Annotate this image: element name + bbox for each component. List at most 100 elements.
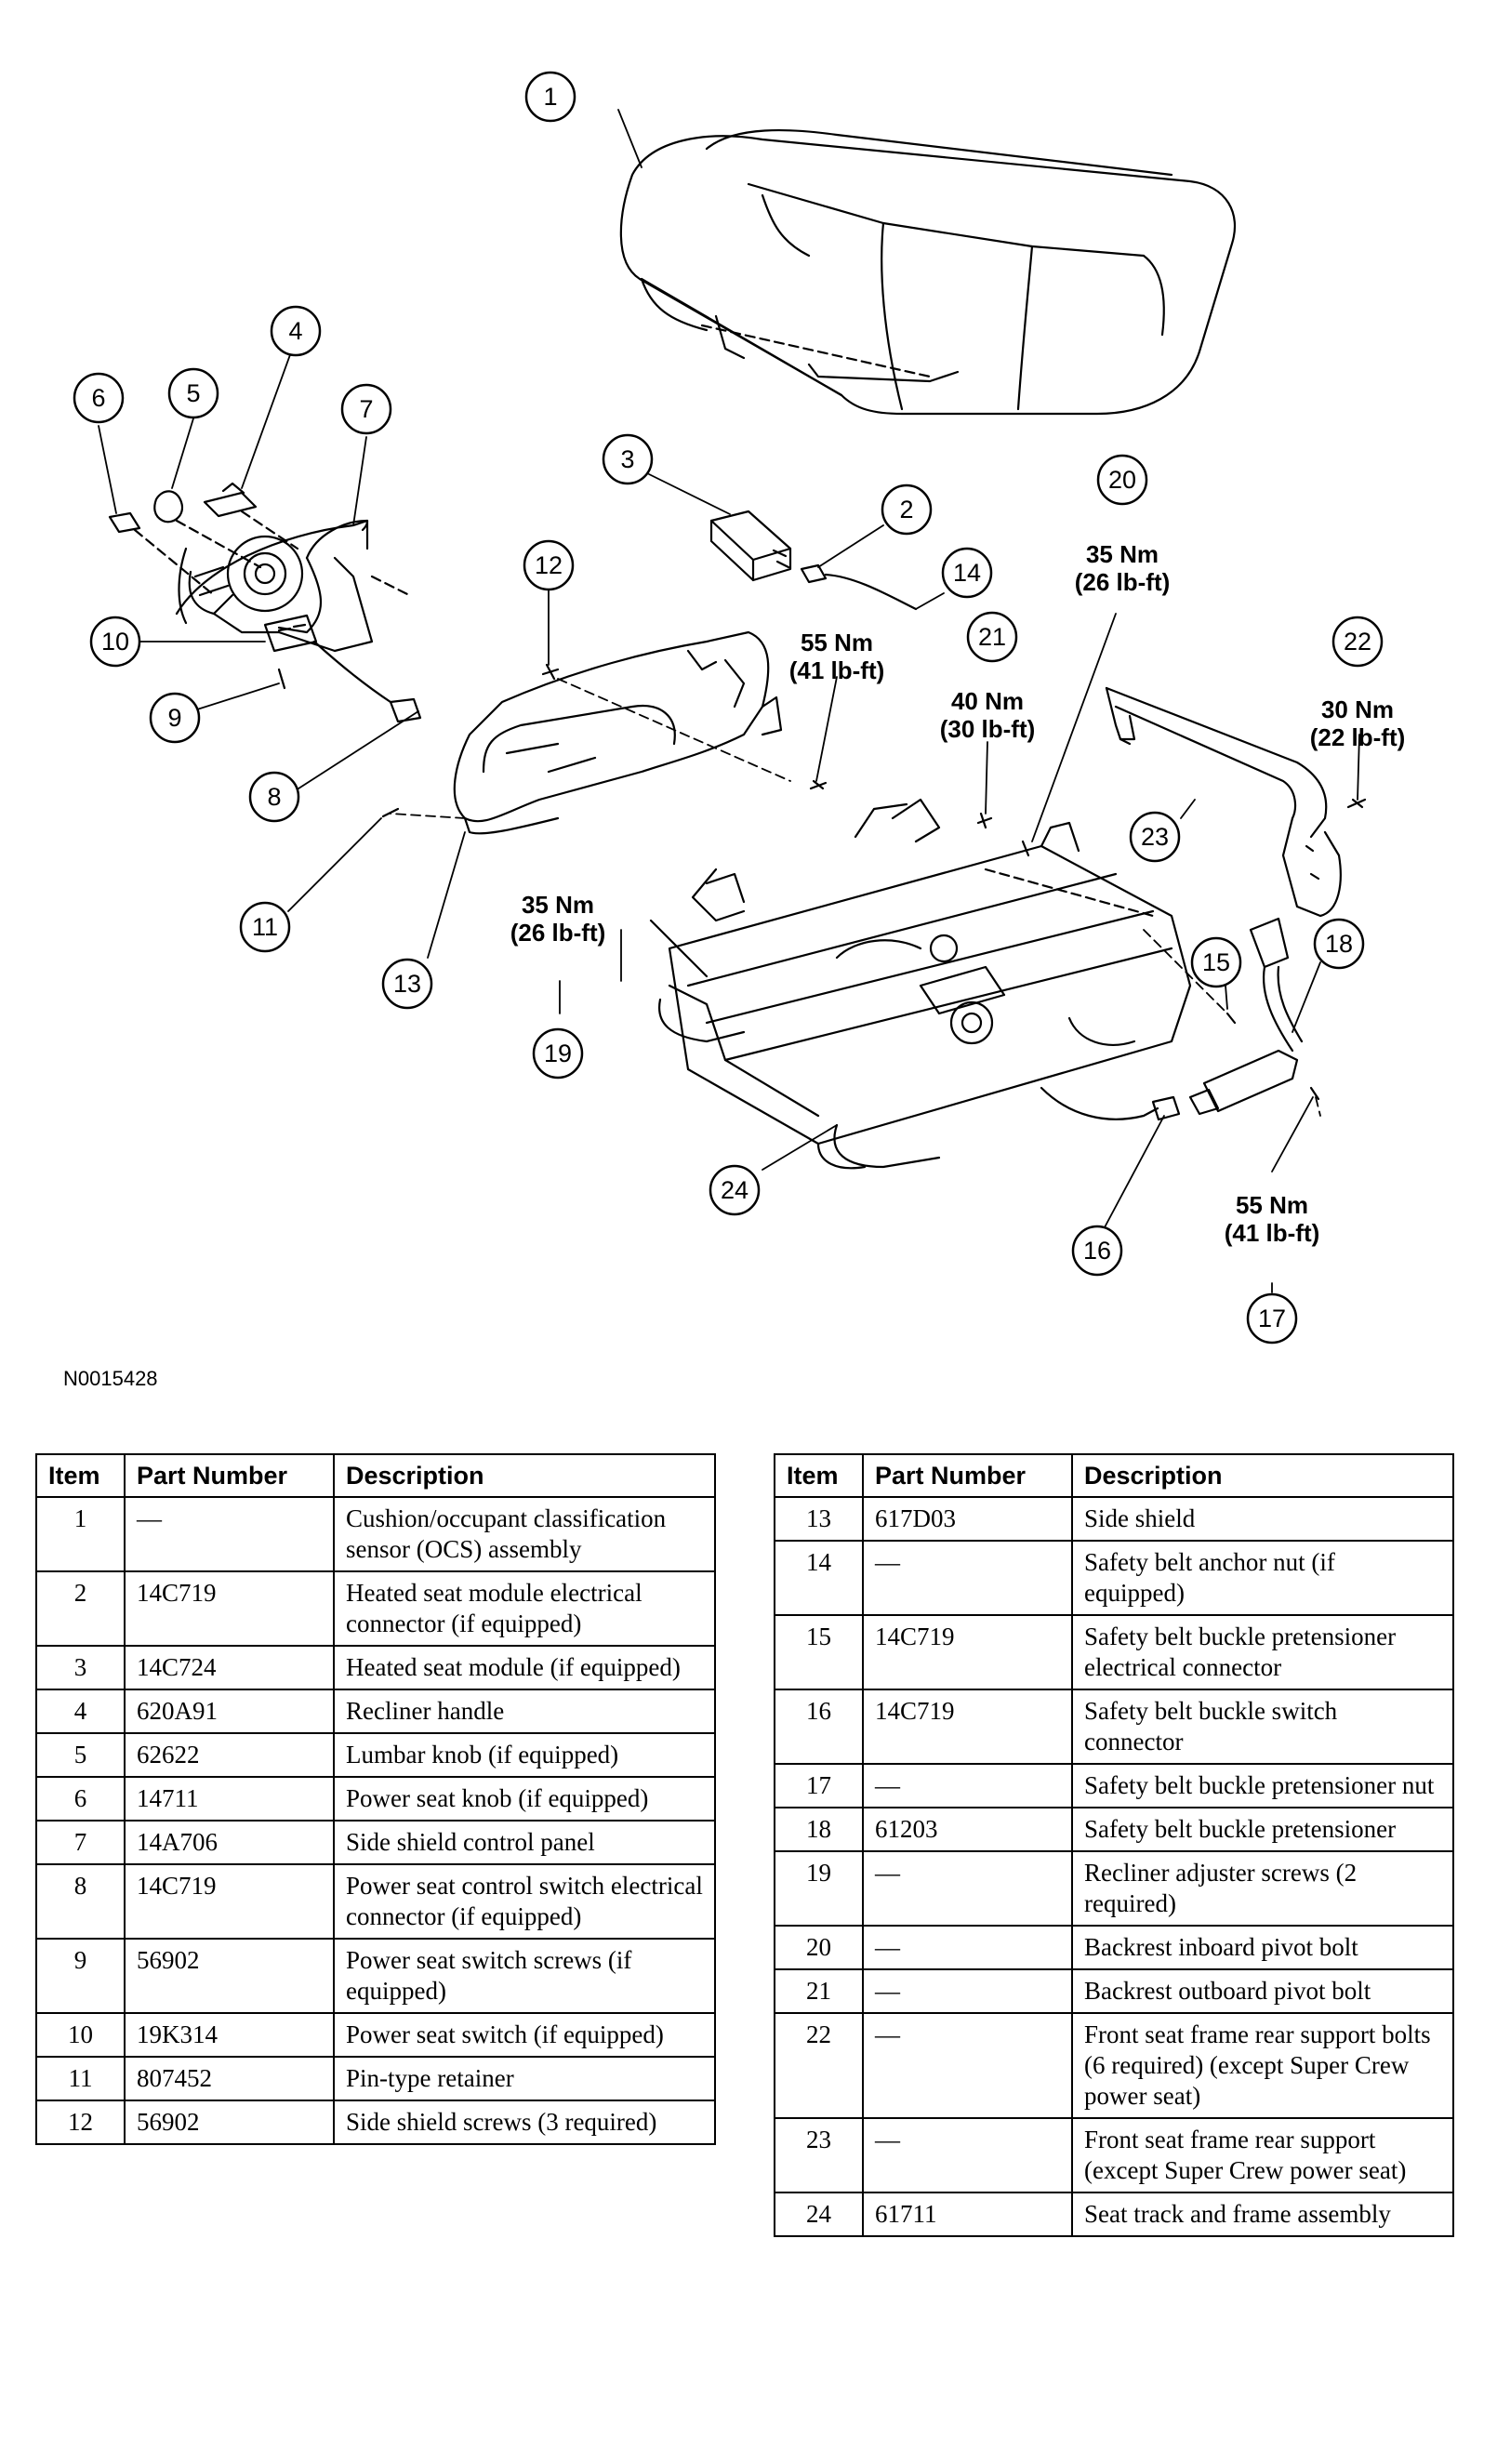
cell-item: 2: [35, 1570, 126, 1647]
cell-item: 14: [774, 1540, 864, 1616]
svg-text:10: 10: [101, 628, 129, 656]
cell-part-number: —: [862, 1925, 1073, 1970]
cell-item: 11: [35, 2056, 126, 2101]
control-panel-illustration: [175, 519, 374, 653]
svg-text:14: 14: [953, 559, 981, 587]
callout-9: 9: [149, 692, 201, 744]
table-row: 21—Backrest outboard pivot bolt: [774, 1968, 1454, 2014]
header-part-number: Part Number: [124, 1453, 335, 1498]
parts-table-left: Item Part Number Description 1—Cushion/o…: [35, 1453, 716, 2145]
table-row: 17—Safety belt buckle pretensioner nut: [774, 1763, 1454, 1808]
svg-text:(41 lb-ft): (41 lb-ft): [1225, 1219, 1320, 1247]
callout-18: 18: [1313, 918, 1365, 970]
cell-description: Power seat control switch electrical con…: [333, 1863, 716, 1940]
cell-part-number: 61203: [862, 1807, 1073, 1852]
cell-item: 21: [774, 1968, 864, 2014]
svg-text:35 Nm: 35 Nm: [522, 891, 594, 919]
cell-item: 8: [35, 1863, 126, 1940]
cell-item: 3: [35, 1645, 126, 1690]
svg-text:6: 6: [91, 384, 105, 412]
cell-description: Safety belt buckle pretensioner: [1071, 1807, 1454, 1852]
svg-text:20: 20: [1108, 466, 1136, 494]
cell-description: Seat track and frame assembly: [1071, 2192, 1454, 2237]
svg-text:8: 8: [267, 783, 281, 811]
cell-item: 18: [774, 1807, 864, 1852]
cell-item: 12: [35, 2100, 126, 2145]
heated-seat-module-illustration: [709, 510, 792, 582]
cell-part-number: 807452: [124, 2056, 335, 2101]
cell-item: 17: [774, 1763, 864, 1808]
svg-text:(26 lb-ft): (26 lb-ft): [510, 919, 606, 947]
svg-text:5: 5: [186, 379, 200, 407]
cell-part-number: 14C719: [862, 1689, 1073, 1765]
header-description: Description: [333, 1453, 716, 1498]
cell-description: Pin-type retainer: [333, 2056, 716, 2101]
cell-part-number: 61711: [862, 2192, 1073, 2237]
cell-item: 13: [774, 1496, 864, 1542]
torque-label-14: 55 Nm(41 lb-ft): [789, 629, 885, 684]
torque-label-22: 30 Nm(22 lb-ft): [1310, 695, 1406, 751]
svg-text:7: 7: [359, 395, 373, 423]
svg-text:9: 9: [167, 704, 181, 732]
cell-description: Backrest outboard pivot bolt: [1071, 1968, 1454, 2014]
header-description: Description: [1071, 1453, 1454, 1498]
cell-item: 20: [774, 1925, 864, 1970]
cell-part-number: 14C719: [124, 1570, 335, 1647]
cell-part-number: —: [124, 1496, 335, 1572]
torque-label-20: 35 Nm(26 lb-ft): [1075, 540, 1171, 596]
cell-description: Power seat knob (if equipped): [333, 1776, 716, 1822]
callout-6: 6: [73, 372, 125, 424]
svg-text:21: 21: [978, 623, 1006, 651]
cell-description: Power seat switch screws (if equipped): [333, 1938, 716, 2014]
callout-23: 23: [1129, 811, 1181, 863]
cell-item: 9: [35, 1938, 126, 2014]
torque-label-17: 55 Nm(41 lb-ft): [1225, 1191, 1320, 1247]
callout-12: 12: [523, 539, 575, 591]
svg-text:13: 13: [393, 970, 421, 998]
table-row: 19—Recliner adjuster screws (2 required): [774, 1850, 1454, 1927]
callout-4: 4: [270, 305, 322, 357]
cell-part-number: 14C719: [862, 1614, 1073, 1690]
cell-part-number: —: [862, 2012, 1073, 2119]
cell-description: Safety belt anchor nut (if equipped): [1071, 1540, 1454, 1616]
svg-text:12: 12: [535, 551, 563, 579]
svg-text:23: 23: [1141, 823, 1169, 851]
svg-text:3: 3: [620, 445, 634, 473]
leader-lines: [98, 109, 1360, 1293]
svg-text:11: 11: [252, 913, 278, 941]
callout-7: 7: [340, 383, 392, 435]
table-row: 23—Front seat frame rear support (except…: [774, 2117, 1454, 2193]
cell-part-number: 617D03: [862, 1496, 1073, 1542]
cell-part-number: 620A91: [124, 1689, 335, 1734]
heated-seat-connector-illustration: [800, 563, 918, 611]
cell-part-number: 14C719: [124, 1863, 335, 1940]
cell-part-number: 14711: [124, 1776, 335, 1822]
buckle-switch-connector-illustration: [1040, 1086, 1181, 1121]
cell-description: Side shield control panel: [333, 1820, 716, 1865]
svg-text:40 Nm: 40 Nm: [951, 687, 1024, 715]
callout-13: 13: [381, 958, 433, 1010]
cell-description: Safety belt buckle pretensioner nut: [1071, 1763, 1454, 1808]
cell-description: Safety belt buckle switch connector: [1071, 1689, 1454, 1765]
svg-text:1: 1: [543, 83, 557, 111]
seat-cushion-illustration: [619, 128, 1237, 416]
table-row: 1—Cushion/occupant classification sensor…: [35, 1496, 716, 1572]
svg-text:16: 16: [1083, 1237, 1111, 1265]
header-item: Item: [35, 1453, 126, 1498]
svg-text:35 Nm: 35 Nm: [1086, 540, 1159, 568]
cell-item: 5: [35, 1732, 126, 1778]
cell-item: 16: [774, 1689, 864, 1765]
callout-11: 11: [239, 901, 291, 953]
svg-text:(22 lb-ft): (22 lb-ft): [1310, 723, 1406, 751]
table-row: 20—Backrest inboard pivot bolt: [774, 1925, 1454, 1970]
svg-text:(26 lb-ft): (26 lb-ft): [1075, 568, 1171, 596]
cell-item: 19: [774, 1850, 864, 1927]
